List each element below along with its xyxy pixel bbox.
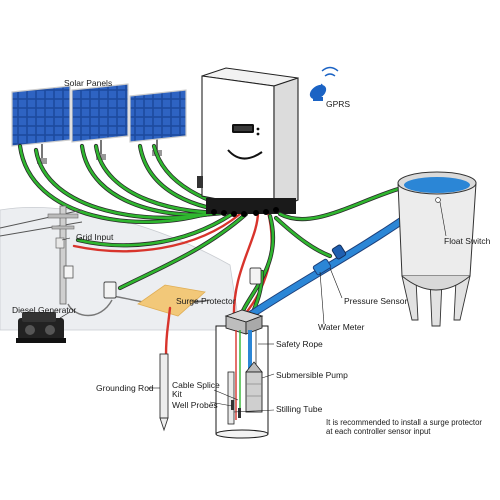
label-stilling-tube: Stilling Tube (276, 404, 323, 414)
satellite-dish-icon (307, 68, 338, 103)
label-solar-panels: Solar Panels (64, 78, 112, 88)
label-grid-input: Grid Input (76, 232, 114, 242)
label-diesel-generator: Diesel Generator (12, 305, 76, 315)
label-grounding-rod: Grounding Rod (96, 383, 154, 393)
label-submersible-pump: Submersible Pump (276, 370, 348, 380)
note-line-1: It is recommended to install a surge pro… (326, 418, 482, 427)
label-safety-rope: Safety Rope (276, 339, 323, 349)
label-well-probes: Well Probes (172, 400, 218, 410)
label-pressure-sensor: Pressure Sensor (344, 296, 407, 306)
label-surge-protector: Surge Protector (176, 296, 236, 306)
well-probe (231, 400, 234, 410)
sensor-box (250, 268, 261, 284)
submersible-pump-icon (246, 362, 262, 412)
note-line-2: at each controller sensor input (326, 427, 431, 436)
switch-box (104, 282, 116, 298)
label-water-meter: Water Meter (318, 322, 365, 332)
label-gprs: GPRS (326, 99, 350, 109)
inverter-icon (197, 68, 298, 217)
label-float-switch: Float Switch (444, 236, 491, 246)
label-cable-splice-kit: Kit (172, 389, 183, 399)
water-tank-icon (398, 172, 476, 326)
grounding-rod-icon (160, 354, 168, 430)
well-probe (238, 408, 241, 418)
